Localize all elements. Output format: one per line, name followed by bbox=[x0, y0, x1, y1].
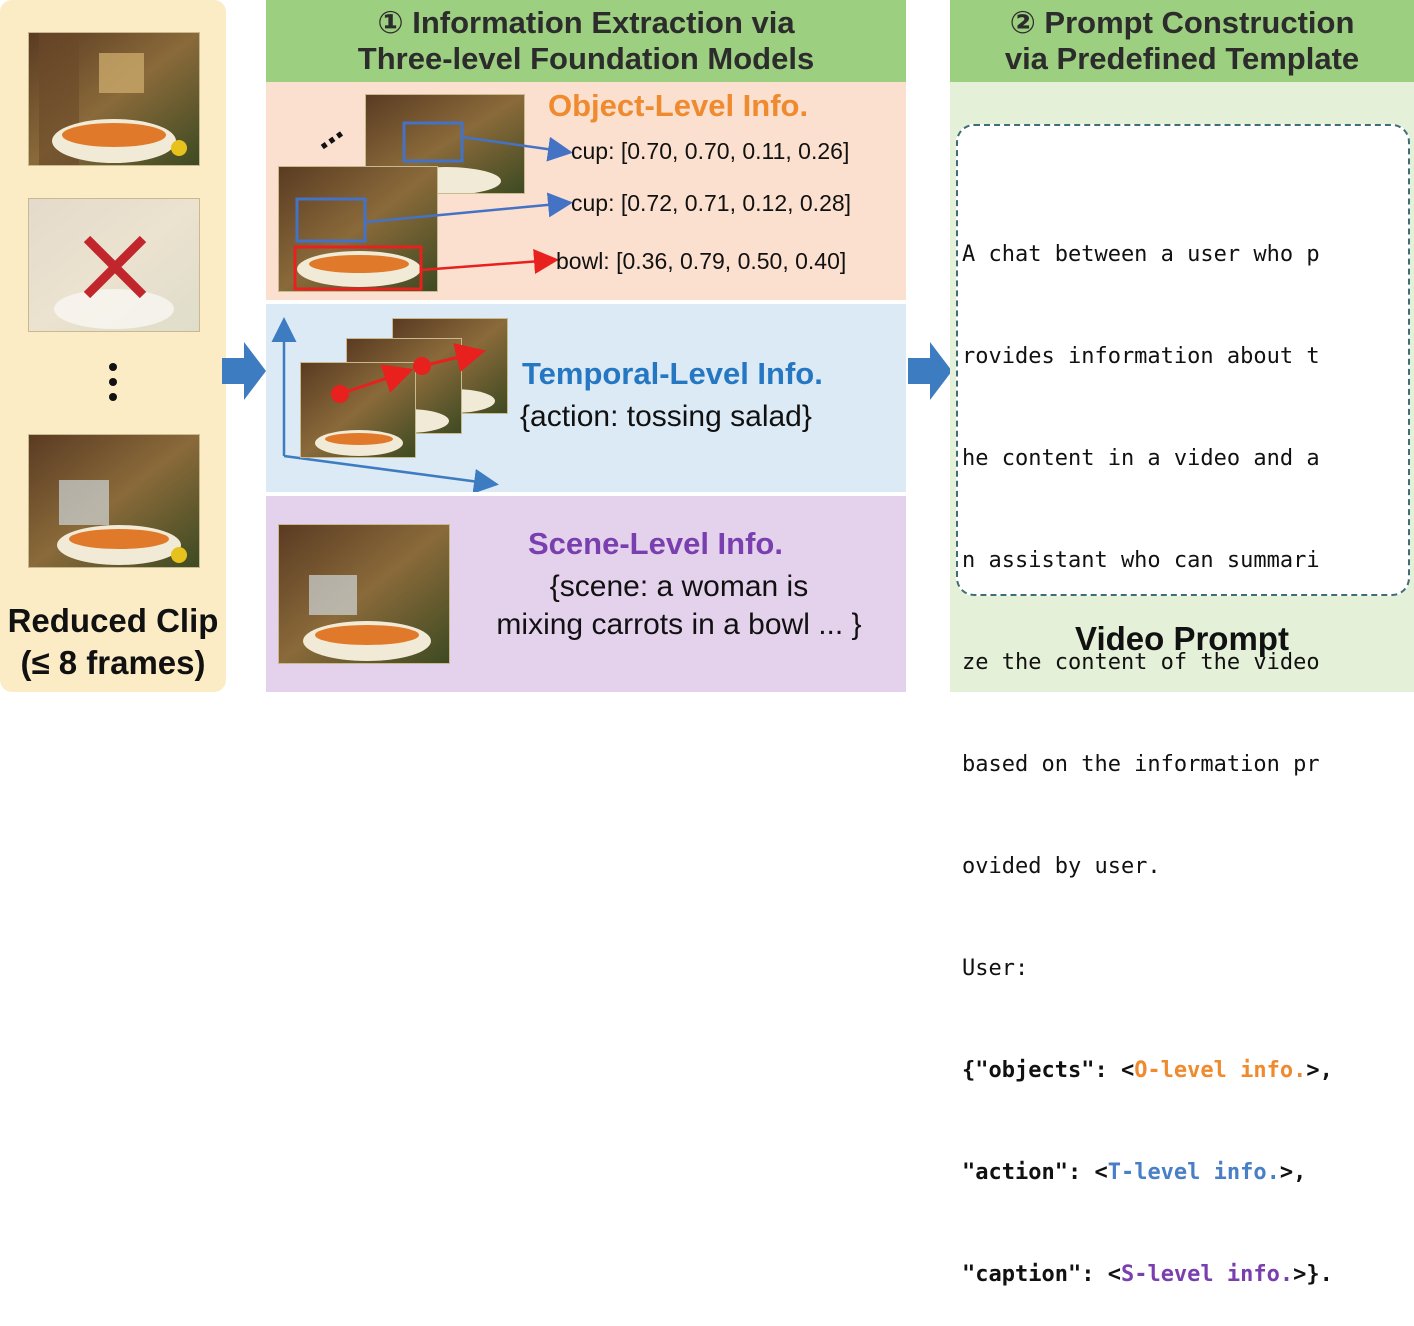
ellipsis-dot bbox=[109, 363, 117, 371]
json-line-action: "action": <T-level info.>, bbox=[962, 1156, 1333, 1190]
detection-cup-2: cup: [0.72, 0.71, 0.12, 0.28] bbox=[571, 190, 852, 216]
frame-image bbox=[279, 167, 437, 291]
section2-header: ② Prompt Construction via Predefined Tem… bbox=[950, 0, 1414, 82]
json-value-t-level: T-level info. bbox=[1107, 1160, 1280, 1185]
reduced-clip-title-line1: Reduced Clip bbox=[7, 602, 219, 639]
ellipsis-dot bbox=[109, 393, 117, 401]
object-level-title: Object-Level Info. bbox=[548, 88, 809, 123]
prompt-line: A chat between a user who p bbox=[962, 242, 1320, 267]
ellipsis-dot bbox=[109, 378, 117, 386]
json-line-caption: "caption": <S-level info.>}. bbox=[962, 1258, 1333, 1292]
motion-track bbox=[331, 343, 486, 403]
scene-level-text: {scene: a woman is mixing carrots in a b… bbox=[452, 568, 906, 644]
section2-header-line1: ② Prompt Construction bbox=[1009, 5, 1355, 40]
section1-header: ① Information Extraction via Three-level… bbox=[266, 0, 906, 82]
prompt-template-box bbox=[956, 124, 1410, 596]
frame-image-faded bbox=[29, 199, 199, 331]
prompt-line: ze the content of the video bbox=[962, 650, 1320, 675]
frame-image bbox=[301, 363, 415, 457]
prompt-line: he content in a video and a bbox=[962, 446, 1320, 471]
flow-arrow-icon bbox=[222, 342, 266, 400]
json-key: {"objects": < bbox=[962, 1058, 1135, 1083]
flow-arrow-icon bbox=[908, 342, 952, 400]
json-value-o-level: O-level info. bbox=[1134, 1058, 1307, 1083]
scene-level-text-line2: mixing carrots in a bowl ... } bbox=[496, 608, 862, 641]
video-prompt-title: Video Prompt bbox=[1075, 620, 1289, 657]
prompt-line: n assistant who can summari bbox=[962, 548, 1320, 573]
json-end: >}. bbox=[1293, 1262, 1333, 1287]
temporal-level-text: {action: tossing salad} bbox=[520, 400, 812, 433]
json-value-s-level: S-level info. bbox=[1120, 1262, 1294, 1287]
temporal-level-title: Temporal-Level Info. bbox=[522, 356, 823, 391]
frame-image bbox=[279, 525, 449, 663]
frame-image bbox=[29, 33, 199, 165]
section1-header-line1: ① Information Extraction via bbox=[377, 5, 795, 40]
json-line-objects: {"objects": <O-level info.>, bbox=[962, 1054, 1333, 1088]
object-frame-front bbox=[278, 166, 438, 292]
prompt-line: User: bbox=[962, 956, 1029, 981]
json-end: >, bbox=[1279, 1160, 1307, 1185]
temporal-axes bbox=[271, 317, 499, 492]
detection-bowl: bowl: [0.36, 0.79, 0.50, 0.40] bbox=[556, 248, 847, 274]
scene-level-title: Scene-Level Info. bbox=[528, 526, 783, 561]
prompt-line: rovides information about t bbox=[962, 344, 1320, 369]
prompt-line: based on the information pr bbox=[962, 752, 1320, 777]
temporal-frame-1 bbox=[300, 362, 416, 458]
json-key: "action": < bbox=[962, 1160, 1108, 1185]
section1-header-line2: Three-level Foundation Models bbox=[357, 41, 815, 76]
detection-cup-1: cup: [0.70, 0.70, 0.11, 0.26] bbox=[571, 138, 850, 164]
video-frame-last bbox=[28, 434, 200, 568]
prompt-text: A chat between a user who p rovides info… bbox=[962, 170, 1333, 1326]
cup-arrow-2 bbox=[365, 192, 573, 224]
removed-cross-icon bbox=[83, 235, 147, 299]
section2-header-line2: via Predefined Template bbox=[1004, 41, 1360, 76]
prompt-line: ovided by user. bbox=[962, 854, 1161, 879]
json-end: >, bbox=[1306, 1058, 1333, 1083]
json-key: "caption": < bbox=[962, 1262, 1121, 1287]
reduced-clip-title-line2: (≤ 8 frames) bbox=[20, 644, 206, 681]
frame-image bbox=[29, 435, 199, 567]
reduced-clip-title: Reduced Clip (≤ 8 frames) bbox=[0, 600, 226, 684]
scene-level-text-line1: {scene: a woman is bbox=[549, 570, 809, 603]
video-frame-1 bbox=[28, 32, 200, 166]
cup-arrow-1 bbox=[461, 135, 573, 162]
scene-frame bbox=[278, 524, 450, 664]
video-frame-removed bbox=[28, 198, 200, 332]
bowl-arrow bbox=[420, 249, 559, 274]
detection-arrows bbox=[365, 135, 573, 274]
